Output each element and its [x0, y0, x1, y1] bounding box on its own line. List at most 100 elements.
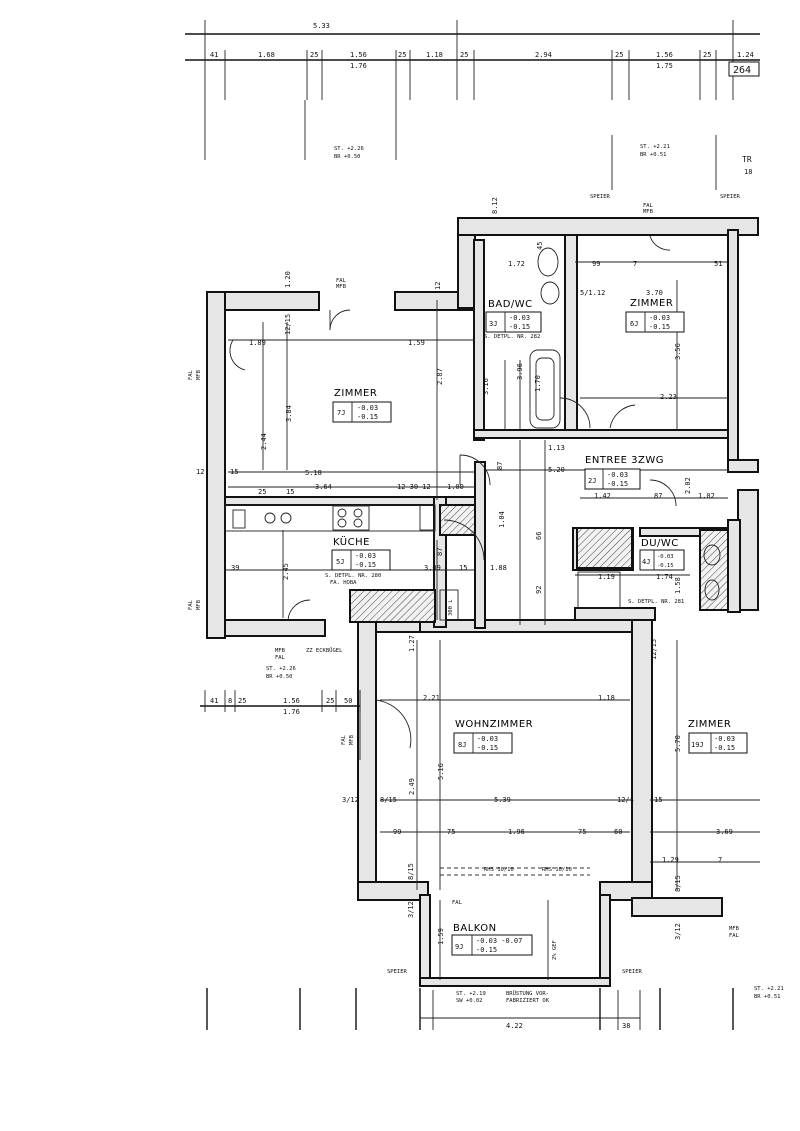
dim: 3.84: [285, 405, 293, 422]
dim: 51: [714, 260, 722, 268]
dim-top: 1.56: [656, 51, 673, 59]
dim: 15: [286, 488, 294, 496]
dim-bottom: 41: [210, 697, 218, 705]
room-id: 3J: [489, 320, 497, 328]
dim-top: 1.75: [656, 62, 673, 70]
dim: 12/15: [650, 639, 658, 660]
room-id: 19J: [691, 741, 704, 749]
level-note: ST. +2.21: [754, 986, 784, 992]
room-name: WOHNZIMMER: [455, 719, 533, 730]
dim: 12/15: [284, 314, 292, 335]
dim: 1.27: [408, 635, 416, 652]
level-note: BR +0.51: [640, 152, 667, 158]
window-label: FAL: [643, 203, 654, 209]
dim: 1.13: [548, 444, 565, 452]
speier-label: SPEIER: [590, 194, 611, 200]
speier-label: SPEIER: [387, 969, 408, 975]
dim: 5/1.12: [580, 289, 605, 297]
room-id: 9J: [455, 943, 463, 951]
room-level: -0.15: [476, 946, 497, 954]
window-label: MFB: [275, 648, 286, 654]
room-level: -0.03: [607, 471, 628, 479]
dim: 87: [436, 548, 444, 556]
detail-note: S. DETPL. NR. 281: [628, 599, 684, 605]
dim: 38: [622, 1022, 630, 1030]
dim: 2.45: [282, 563, 290, 580]
dim: 2.21: [423, 694, 440, 702]
dim: 15: [459, 564, 467, 572]
room-id: 7J: [337, 409, 345, 417]
level-note: BR +0.51: [754, 994, 781, 1000]
corner-note: ZZ ECKBÜGEL: [306, 647, 343, 654]
room-level: -0.15: [649, 323, 670, 331]
dim-bottom: 1.76: [283, 708, 300, 716]
room-level: -0.03 -0.07: [476, 937, 522, 945]
dim: 8/15: [674, 875, 682, 892]
room-level: -0.03: [714, 735, 735, 743]
room-entree-2j: ENTREE 3ZWG 2J -0.03 -0.15: [584, 455, 664, 490]
dim-top: 1.24: [737, 51, 754, 59]
dimension-labels: 8.12 1.72 45 99 7 51 5/1.12 3.70 1.20 12…: [196, 197, 733, 945]
room-level: -0.15: [714, 744, 735, 752]
speier-label: SPEIER: [720, 194, 741, 200]
dim: 1.42: [594, 492, 611, 500]
dim: 66: [535, 532, 543, 540]
speier-label: SPEIER: [622, 969, 643, 975]
dim: 1.89: [249, 339, 266, 347]
room-level: -0.15: [657, 563, 674, 569]
window-label: FAL: [336, 278, 347, 284]
window-label: MFB: [729, 926, 740, 932]
window-label: FAL: [275, 655, 286, 661]
dim: 2.23: [660, 393, 677, 401]
level-note: BR +0.50: [266, 674, 293, 680]
room-id: 5J: [336, 558, 344, 566]
dim: 8/15: [380, 796, 397, 804]
pipe-note: RHS 10/10: [542, 867, 572, 873]
room-level: -0.15: [477, 744, 498, 752]
room-name: KÜCHE: [333, 535, 370, 548]
boiler-label: 300 L: [448, 599, 454, 616]
dim: 2.44: [260, 433, 268, 450]
dim: 3/12: [674, 923, 682, 940]
parapet-note: FABRIZIERT OK: [506, 998, 550, 1004]
window-label: MFB: [196, 599, 202, 610]
room-kueche-5j: KÜCHE 5J -0.03 -0.15: [331, 535, 391, 571]
dim: 12: [196, 468, 204, 476]
level-note: ST. +2.21: [640, 144, 670, 150]
dim: 1.72: [508, 260, 525, 268]
dim: 2.87: [436, 368, 444, 385]
room-name: ZIMMER: [630, 298, 673, 309]
room-name: DU/WC: [641, 538, 679, 549]
stair-steps: 18: [744, 168, 752, 176]
dim-top: 1.56: [350, 51, 367, 59]
dim: 1.70: [534, 375, 542, 392]
dim-top: 2.94: [535, 51, 552, 59]
stair-label: TR: [742, 155, 752, 164]
dim: 25: [258, 488, 266, 496]
room-level: -0.03: [649, 314, 670, 322]
dim: 5.39: [494, 796, 511, 804]
dim: 87: [496, 462, 504, 470]
window-label: MFB: [196, 369, 202, 380]
sheet-number: 264: [733, 65, 751, 76]
dim-top: 1.68: [258, 51, 275, 59]
dim: 3.09: [424, 564, 441, 572]
dim-bottom: 8: [228, 697, 232, 705]
room-zimmer-6j: ZIMMER 6J -0.03 -0.15: [625, 298, 685, 333]
dim-bottom: 50: [344, 697, 352, 705]
top-dimension-chain: 5.33 41 1.68 25 1.56 1.76 25 1.18 25 2.9…: [185, 20, 760, 215]
dim: 75: [578, 828, 586, 836]
room-level: -0.15: [509, 323, 530, 331]
dim: 7: [718, 856, 722, 864]
dim: 3.56: [674, 343, 682, 360]
dim: 1.74: [656, 573, 673, 581]
dim: 75: [447, 828, 455, 836]
level-note: SW +0.02: [456, 998, 483, 1004]
detail-note: S. DETPL. NR. 282: [484, 334, 540, 340]
dim: 45: [536, 242, 544, 250]
dim: 15: [654, 796, 662, 804]
dim: 1.88: [490, 564, 507, 572]
dim: 1.02: [698, 492, 715, 500]
dim: 5.16: [437, 763, 445, 780]
